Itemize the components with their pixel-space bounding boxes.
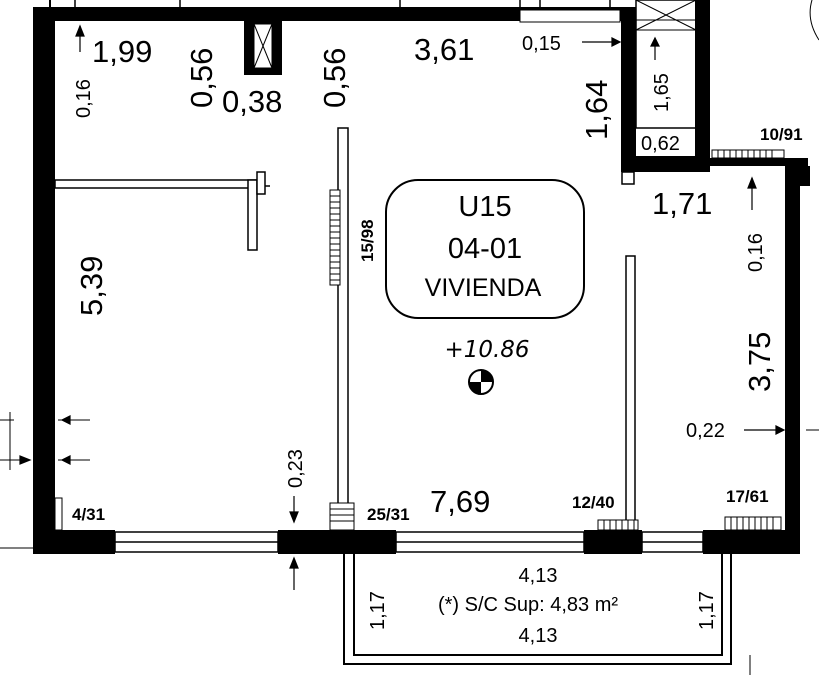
- balcony-depth-left: 1,17: [367, 591, 389, 630]
- dim-3-75: 3,75: [742, 332, 777, 392]
- dim-1-65: 1,65: [651, 73, 673, 112]
- door-hatches: [54, 149, 785, 531]
- balcony-depth-right: 1,17: [696, 591, 718, 630]
- dim-0-22: 0,22: [686, 420, 725, 442]
- dim-1-64: 1,64: [579, 80, 614, 140]
- dimension-arrows: [19, 24, 786, 590]
- opening-4-31: 4/31: [72, 505, 105, 524]
- dim-0-16-right: 0,16: [745, 233, 767, 272]
- partitions: [54, 127, 636, 531]
- walls: [33, 0, 810, 554]
- opening-12-40: 12/40: [572, 493, 615, 512]
- bottom-windows: [114, 531, 704, 553]
- dim-0-62: 0,62: [641, 133, 680, 155]
- dim-0-56-left: 0,56: [184, 48, 219, 108]
- right-outer-marks: [749, 0, 819, 675]
- dim-0-56-right: 0,56: [317, 48, 352, 108]
- level-marker-icon: [468, 369, 494, 395]
- dim-7-69: 7,69: [430, 484, 490, 519]
- top-notch: [519, 9, 621, 23]
- dim-1-71: 1,71: [652, 186, 712, 221]
- unit-type: VIVIENDA: [425, 274, 542, 302]
- dim-0-38: 0,38: [222, 84, 282, 119]
- dim-0-16-left: 0,16: [73, 79, 95, 118]
- dimension-labels: 1,99 0,56 0,38 0,56 3,61 0,15 1,64 1,65 …: [73, 32, 777, 519]
- opening-25-31: 25/31: [367, 505, 410, 524]
- opening-17-61: 17/61: [726, 487, 769, 506]
- unit-id: U15: [458, 191, 511, 223]
- opening-10-91: 10/91: [760, 125, 803, 144]
- unit-number: 04-01: [448, 233, 522, 265]
- balcony-labels: 4,13 (*) S/C Sup: 4,83 m² 4,13 1,17 1,17: [367, 565, 718, 647]
- dim-5-39: 5,39: [74, 256, 109, 316]
- dim-3-61: 3,61: [414, 32, 474, 67]
- balcony-width-bottom: 4,13: [519, 625, 558, 647]
- duct-column: [244, 17, 282, 75]
- dim-0-15: 0,15: [522, 33, 561, 55]
- dim-1-99: 1,99: [92, 34, 152, 69]
- left-outer-marks: [0, 412, 90, 549]
- opening-15-98: 15/98: [358, 219, 377, 262]
- unit-label-box: U15 04-01 VIVIENDA: [385, 179, 585, 319]
- balcony-width-top: 4,13: [519, 565, 558, 587]
- dim-0-23: 0,23: [285, 449, 307, 488]
- balcony-note: (*) S/C Sup: 4,83 m²: [438, 594, 618, 616]
- level-label: +10.86: [444, 337, 529, 363]
- balcony: [343, 554, 732, 665]
- opening-labels: 15/98 10/91 4/31 25/31 12/40 17/61: [72, 125, 803, 524]
